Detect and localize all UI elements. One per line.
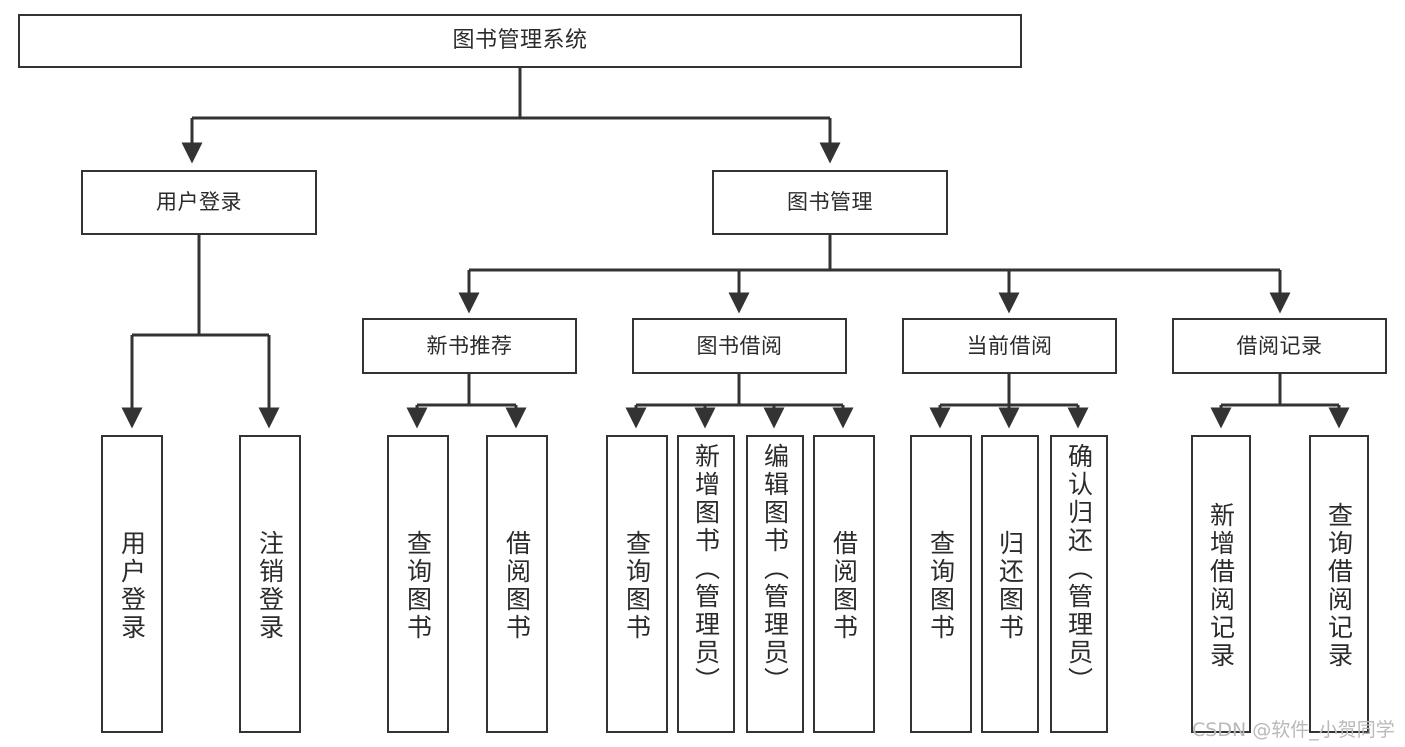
node-leaf-add-record-label: 新增借阅记录 (1206, 502, 1236, 670)
watermark-text: CSDN @软件_小贺同学 (1192, 719, 1395, 741)
node-new-book-rec-label: 新书推荐 (426, 333, 513, 358)
node-current-borrow[interactable]: 当前借阅 (902, 318, 1117, 374)
node-leaf-query-record[interactable]: 查询借阅记录 (1309, 435, 1369, 733)
node-leaf-return-book-label: 归还图书 (995, 530, 1025, 642)
node-leaf-add-book-label: 新增图书（管理员） (691, 443, 721, 695)
node-leaf-borrow-book-2[interactable]: 借阅图书 (813, 435, 875, 733)
node-leaf-query-book-2-label: 查询图书 (622, 530, 652, 642)
node-new-book-rec[interactable]: 新书推荐 (362, 318, 577, 374)
node-user-login-label: 用户登录 (156, 190, 242, 215)
node-leaf-confirm-return-label: 确认归还（管理员） (1064, 443, 1094, 695)
node-leaf-user-login-label: 用户登录 (117, 530, 147, 642)
node-book-manage[interactable]: 图书管理 (712, 170, 948, 235)
node-leaf-query-book-1[interactable]: 查询图书 (387, 435, 449, 733)
node-book-manage-label: 图书管理 (787, 190, 873, 215)
node-leaf-query-book-1-label: 查询图书 (403, 530, 433, 642)
node-leaf-confirm-return[interactable]: 确认归还（管理员） (1050, 435, 1108, 733)
node-root-label: 图书管理系统 (452, 28, 588, 54)
node-leaf-query-book-3[interactable]: 查询图书 (910, 435, 972, 733)
node-leaf-user-login[interactable]: 用户登录 (101, 435, 163, 733)
node-leaf-add-book[interactable]: 新增图书（管理员） (677, 435, 735, 733)
node-leaf-query-book-3-label: 查询图书 (926, 530, 956, 642)
node-root[interactable]: 图书管理系统 (18, 14, 1022, 68)
node-leaf-add-record[interactable]: 新增借阅记录 (1191, 435, 1251, 733)
node-leaf-query-book-2[interactable]: 查询图书 (606, 435, 668, 733)
node-leaf-logout[interactable]: 注销登录 (239, 435, 301, 733)
node-book-borrow[interactable]: 图书借阅 (632, 318, 847, 374)
node-leaf-edit-book[interactable]: 编辑图书（管理员） (746, 435, 804, 733)
node-current-borrow-label: 当前借阅 (966, 333, 1053, 358)
node-book-borrow-label: 图书借阅 (696, 333, 783, 358)
node-borrow-record-label: 借阅记录 (1236, 333, 1323, 358)
node-leaf-borrow-book-1-label: 借阅图书 (502, 530, 532, 642)
node-leaf-edit-book-label: 编辑图书（管理员） (760, 443, 790, 695)
node-leaf-return-book[interactable]: 归还图书 (981, 435, 1039, 733)
node-leaf-borrow-book-2-label: 借阅图书 (829, 530, 859, 642)
node-leaf-borrow-book-1[interactable]: 借阅图书 (486, 435, 548, 733)
node-leaf-logout-label: 注销登录 (255, 530, 285, 642)
node-borrow-record[interactable]: 借阅记录 (1172, 318, 1387, 374)
node-leaf-query-record-label: 查询借阅记录 (1324, 502, 1354, 670)
node-user-login[interactable]: 用户登录 (81, 170, 317, 235)
